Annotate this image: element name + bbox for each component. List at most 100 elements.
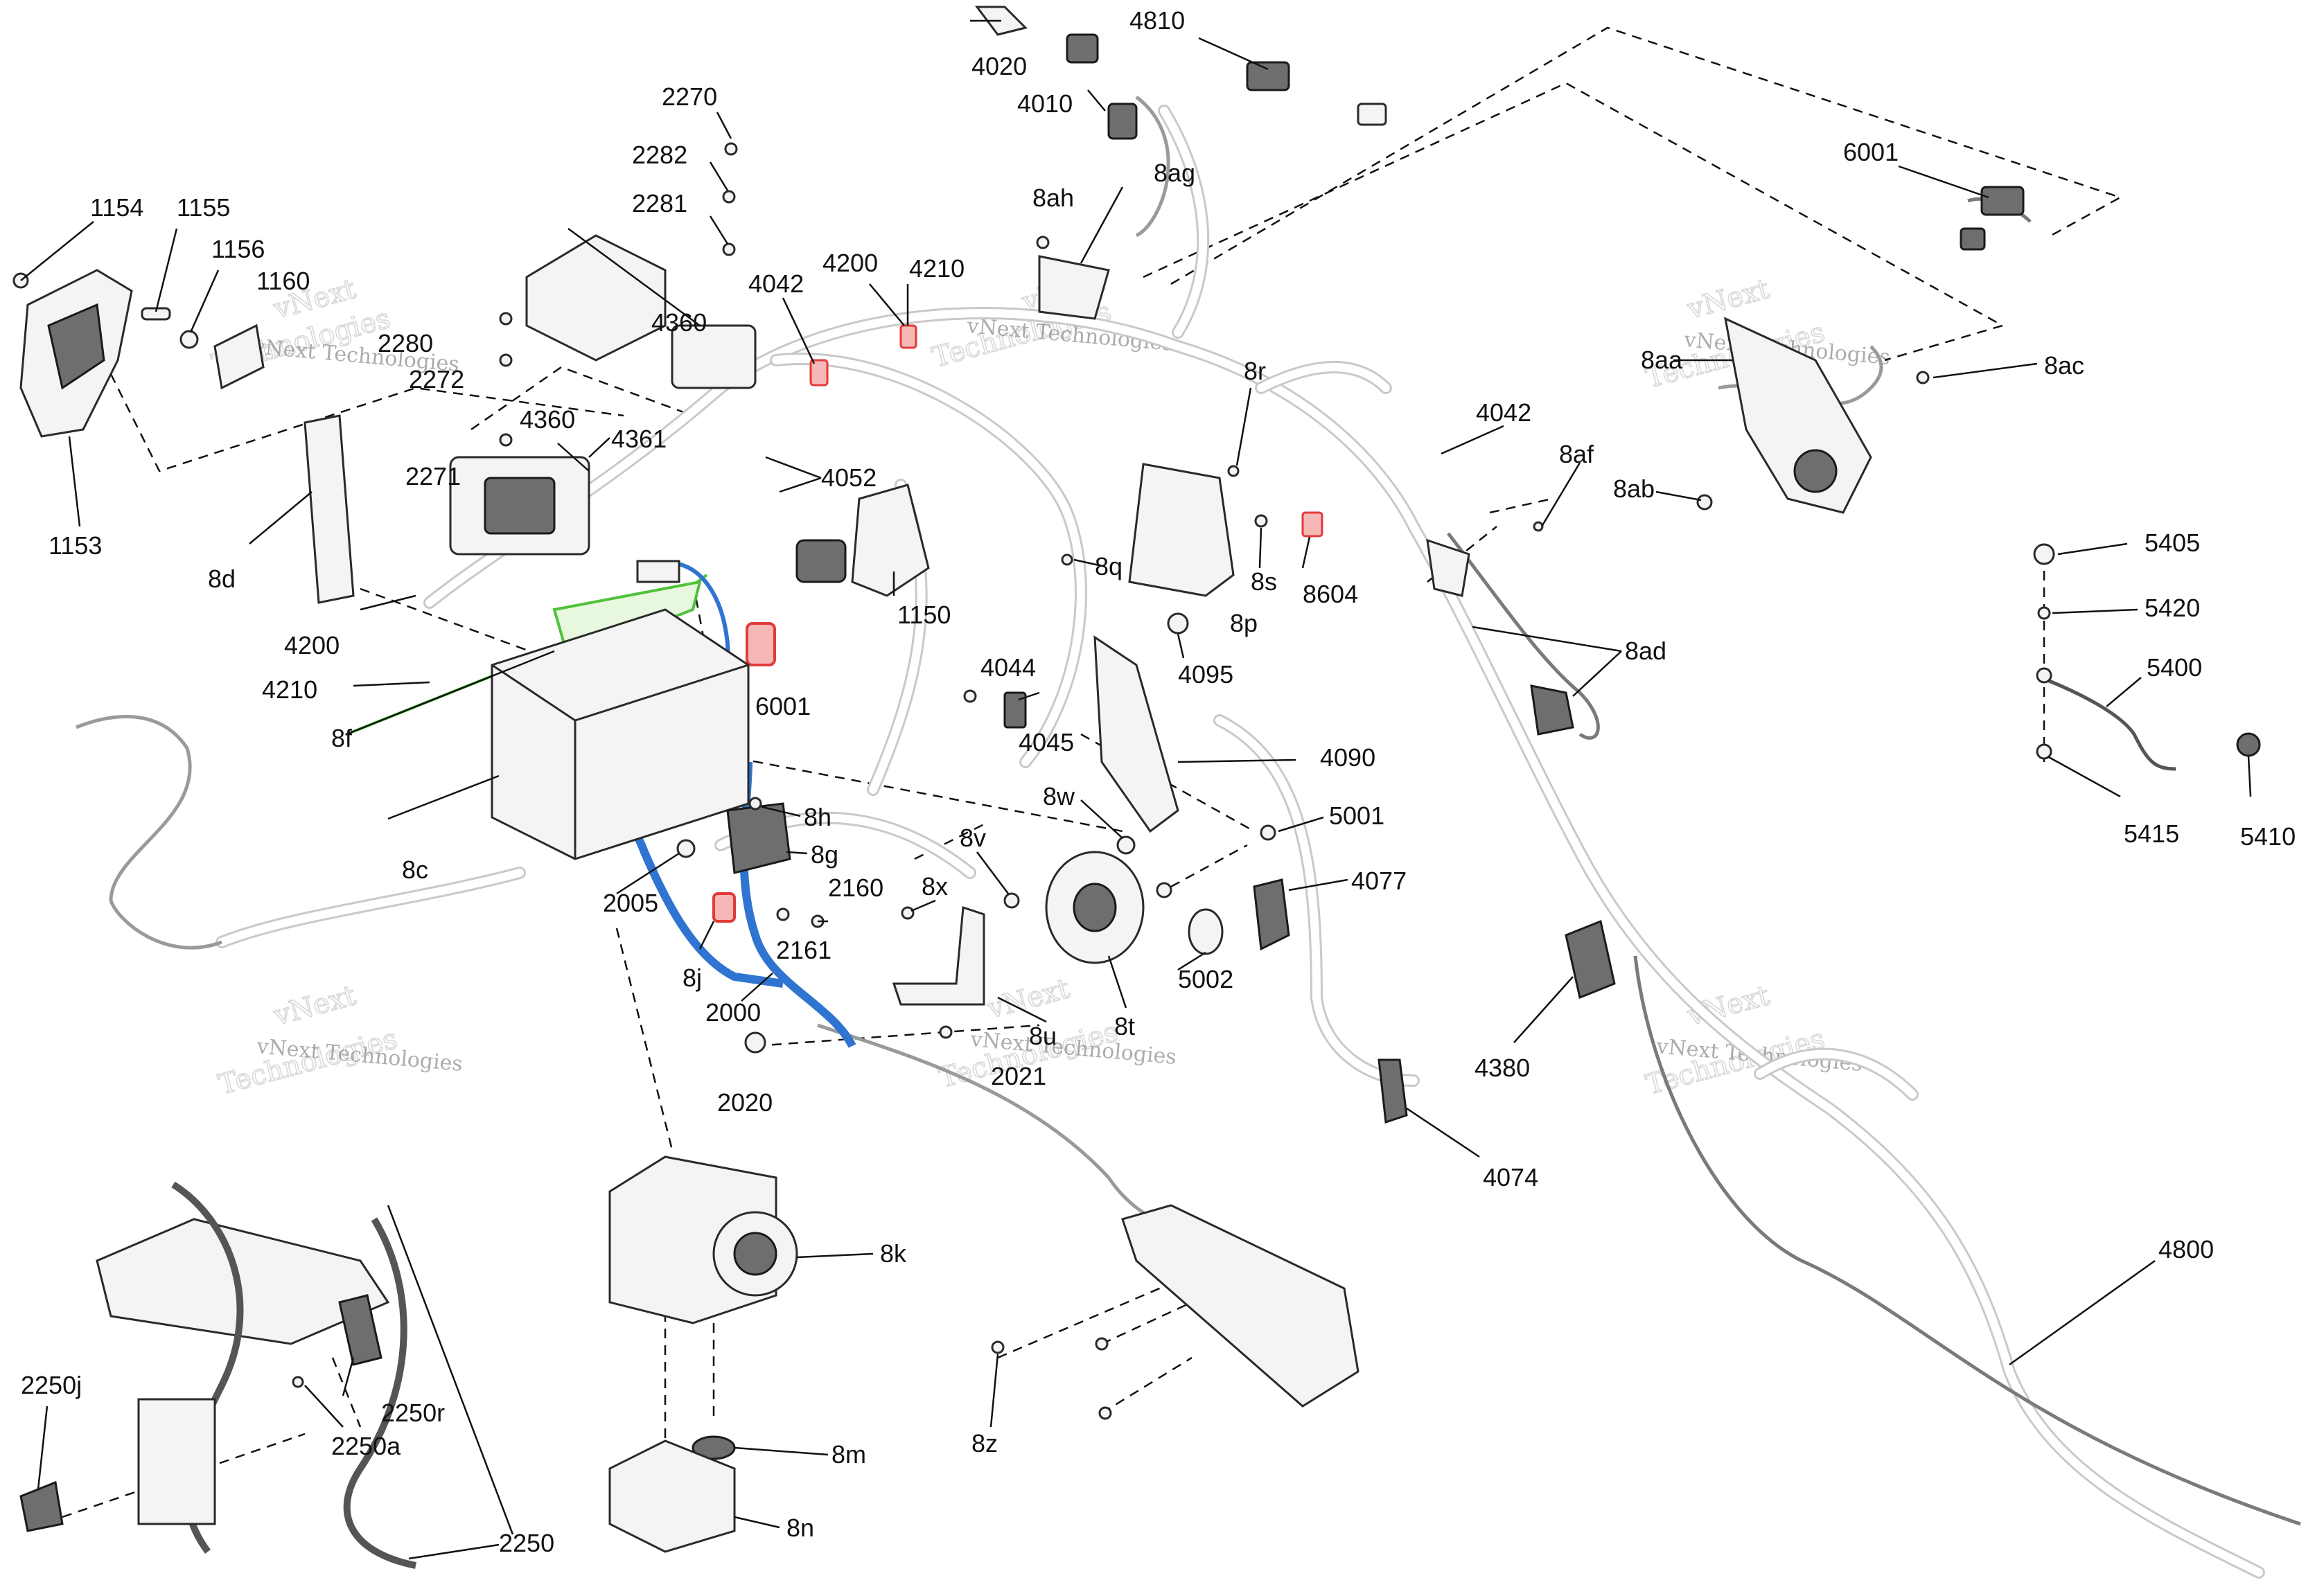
dashed-line [109,373,624,472]
callout-label-8u: 8u [1029,1022,1057,1050]
red-clip-4210 [899,324,917,349]
leader-4045 [1018,691,1040,701]
dashed-line [914,823,985,860]
screw-4044 [963,689,977,703]
connector-4810-mate [1357,103,1387,126]
callout-label-1160: 1160 [256,267,310,295]
callout-label-4361: 4361 [611,425,667,453]
callout-label-5420: 5420 [2145,594,2200,622]
washer-1156 [179,330,199,349]
callout-label-8n: 8n [786,1514,814,1542]
callout-label-4200a: 4200 [822,249,878,277]
dashed-line [331,1357,362,1428]
leader-2005 [616,852,680,895]
leader-2282 [709,161,729,191]
callout-label-5001: 5001 [1329,801,1384,830]
red-clip-8604 [1301,511,1323,538]
bracket-4090 [1093,635,1179,833]
clip-8af [1533,521,1544,532]
dashed-line [755,1024,1040,1047]
battery-8c [491,608,750,860]
harness-branch-fill [772,355,1085,766]
leader-8ad [1472,626,1622,653]
leader-2250 [387,1205,514,1535]
callout-label-6001b: 6001 [755,692,811,720]
leader-4052 [765,456,822,479]
sensor-4077 [1253,878,1290,951]
components [12,6,2261,1569]
fuse-box-cover [525,234,667,362]
callout-label-8f: 8f [331,724,353,752]
leader-8q [1073,558,1106,568]
callout-label-4800: 4800 [2158,1235,2214,1264]
nut-5415 [2036,743,2052,760]
callout-label-2270: 2270 [662,82,717,111]
callout-label-4090: 4090 [1320,743,1375,772]
bolt-8q [1061,553,1073,566]
harness-branch-fill [1257,363,1390,392]
bracket-1153-detail [47,303,105,390]
leader-lines [20,19,2252,1560]
leader-5405 [2057,542,2128,556]
relay-box-4360-top [671,324,757,389]
harness-main-trunk [423,307,2265,1579]
dashed-line [1170,844,1248,888]
leader-2250 [408,1543,500,1560]
leader-4380 [1513,976,1574,1043]
callout-label-8m: 8m [831,1440,866,1469]
leader-4800 [2009,1259,2156,1366]
battery-outline-2250 [137,1398,216,1525]
sensor-wire-left [76,715,222,950]
callout-label-4074: 4074 [1483,1163,1538,1191]
leader-4360 [557,443,590,472]
dashed-line [1427,526,1497,583]
leader-5420 [2052,608,2138,614]
callout-label-8k: 8k [880,1239,907,1268]
leader-2250r [342,1357,355,1396]
nut-5001 [1260,824,1276,841]
leader-1156 [189,269,220,333]
battery-strap-8d [303,414,355,604]
leader-8s [1258,527,1262,569]
clamp-4074 [1378,1058,1408,1124]
pedal-assembly [1121,1204,1359,1408]
pad-1160 [213,323,265,390]
leader-8w [1080,799,1123,839]
callout-label-8c: 8c [402,855,428,884]
abs-pump-8k-center [733,1232,777,1276]
callout-label-8t: 8t [1114,1012,1135,1040]
harness-branch-fill [1215,716,1418,1085]
dashed-line [720,754,1123,833]
leader-2000 [741,973,773,1002]
washer-2272 [499,353,513,367]
callout-label-8s: 8s [1251,567,1277,596]
nut-8z-b [1095,1337,1109,1351]
callout-label-8p: 8p [1230,609,1258,637]
ring-terminal-5400 [2036,667,2052,684]
dashed-line [62,1433,306,1518]
bolt-2280 [499,312,513,326]
connector-4810 [1246,61,1290,91]
callout-label-4045: 4045 [1019,728,1074,756]
sensor-wire-8ad [1447,532,1600,740]
leader-8af [1540,462,1581,527]
washer-2021 [939,1025,953,1039]
red-terminal-8j [712,892,736,923]
watermark-line1: vNext [984,973,1073,1025]
watermark-line1: vNext [270,979,360,1032]
nut-2020 [744,1031,766,1054]
leader-4095 [1177,633,1185,659]
leader-8d [249,491,313,544]
callout-label-2250a: 2250a [331,1432,401,1460]
callout-label-2250r: 2250r [381,1399,445,1427]
leader-4210 [353,681,430,687]
connector-6001-mate [1960,227,1986,251]
leader-4200 [869,283,905,326]
washer-5002 [1156,882,1172,898]
callout-label-5405: 5405 [2145,529,2200,557]
leader-8r [1235,387,1252,466]
connector-1150 [795,539,847,583]
assembly-dashed-lines [62,26,2123,1518]
star-washer-5410 [2236,732,2261,757]
callout-label-2005: 2005 [603,889,658,917]
